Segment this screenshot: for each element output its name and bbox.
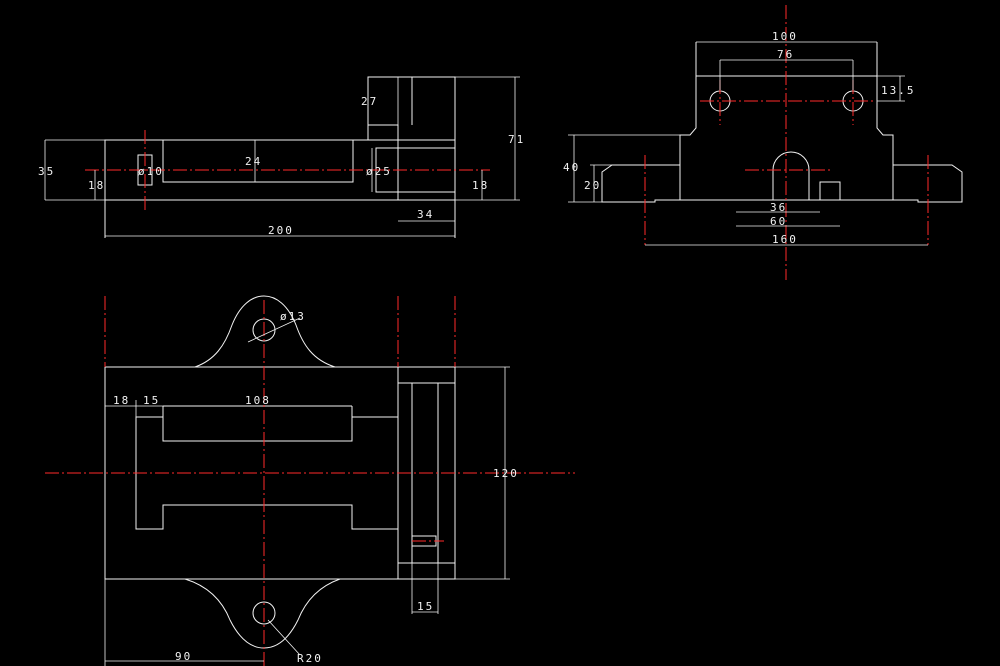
- dim-label-15-bottom: 15: [417, 600, 434, 613]
- dim-label-dia25: ø25: [366, 165, 392, 178]
- dim-label-20: 20: [584, 179, 601, 192]
- side-view: 100 76 13.5 40 20 36 60 160: [563, 5, 963, 280]
- dim-label-dia13: ø13: [280, 310, 306, 323]
- front-view: 35 18 ø10 24 ø25 27 71 18 34 200: [38, 76, 525, 238]
- dim-label-18: 18: [113, 394, 130, 407]
- top-view-dimension-lines: [104, 317, 510, 666]
- dim-label-27: 27: [361, 95, 378, 108]
- front-view-centerlines: [85, 130, 490, 210]
- top-view-centerlines: [45, 296, 575, 666]
- dim-label-36: 36: [770, 201, 787, 214]
- dim-label-160: 160: [772, 233, 798, 246]
- top-view-outline: [104, 295, 456, 649]
- dim-label-120: 120: [493, 467, 519, 480]
- dim-label-r20: R20: [297, 652, 323, 665]
- front-view-outline: [104, 76, 456, 238]
- dim-label-108: 108: [245, 394, 271, 407]
- dim-label-90: 90: [175, 650, 192, 663]
- dim-label-60: 60: [770, 215, 787, 228]
- dim-label-18-left: 18: [88, 179, 105, 192]
- dim-label-35: 35: [38, 165, 55, 178]
- dim-label-34: 34: [417, 208, 434, 221]
- top-view: ø13 18 15 108 120 15 90 R20: [45, 295, 575, 666]
- dim-label-71: 71: [508, 133, 525, 146]
- dim-label-76: 76: [777, 48, 794, 61]
- side-view-centerlines: [644, 5, 929, 280]
- dim-label-13-5: 13.5: [881, 84, 916, 97]
- dim-label-100: 100: [772, 30, 798, 43]
- side-view-dimension-lines: [568, 41, 928, 246]
- dim-label-24: 24: [245, 155, 262, 168]
- dim-label-200: 200: [268, 224, 294, 237]
- dim-label-40: 40: [563, 161, 580, 174]
- dim-label-15-top: 15: [143, 394, 160, 407]
- side-view-outline: [601, 42, 963, 203]
- front-view-dimension-lines: [44, 76, 520, 237]
- dim-label-18-right: 18: [472, 179, 489, 192]
- dim-label-dia10: ø10: [138, 165, 164, 178]
